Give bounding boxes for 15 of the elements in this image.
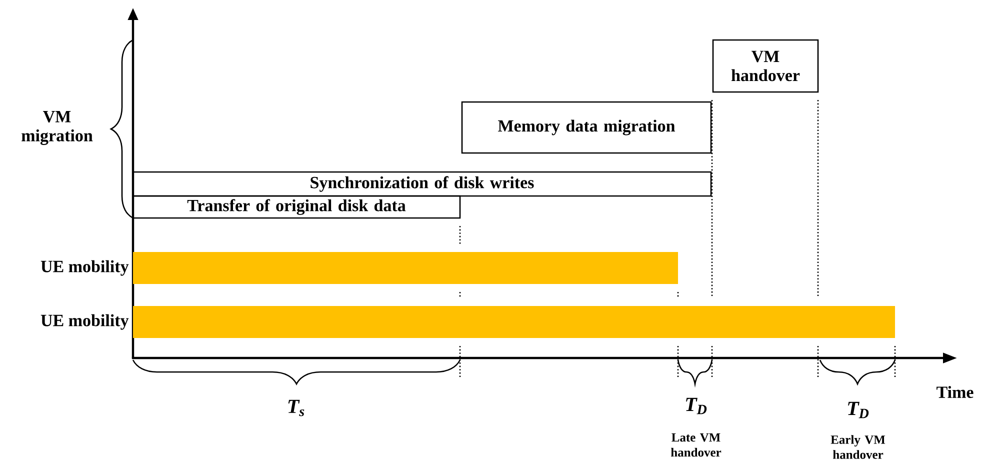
timeline-bar bbox=[133, 306, 896, 338]
duration-label: T$_{D}$ bbox=[848, 402, 869, 418]
axis-label: Time bbox=[936, 386, 974, 398]
note-text: Early VM handover bbox=[830, 435, 886, 459]
duration-label: T$_{s}$ bbox=[288, 400, 304, 416]
duration-label: T$_{D}$ bbox=[686, 398, 707, 414]
process-box: Transfer of original disk data bbox=[132, 195, 461, 219]
timeline-bar bbox=[133, 252, 678, 284]
process-box: Memory data migration bbox=[461, 101, 712, 154]
row-label: UE mobility bbox=[40, 260, 129, 276]
process-box: VM handover bbox=[712, 39, 819, 93]
note-text: Late VM handover bbox=[670, 433, 722, 457]
process-box: Synchronization of disk writes bbox=[132, 171, 712, 197]
row-label: UE mobility bbox=[40, 314, 129, 330]
axis-label: VM migration bbox=[22, 111, 93, 145]
